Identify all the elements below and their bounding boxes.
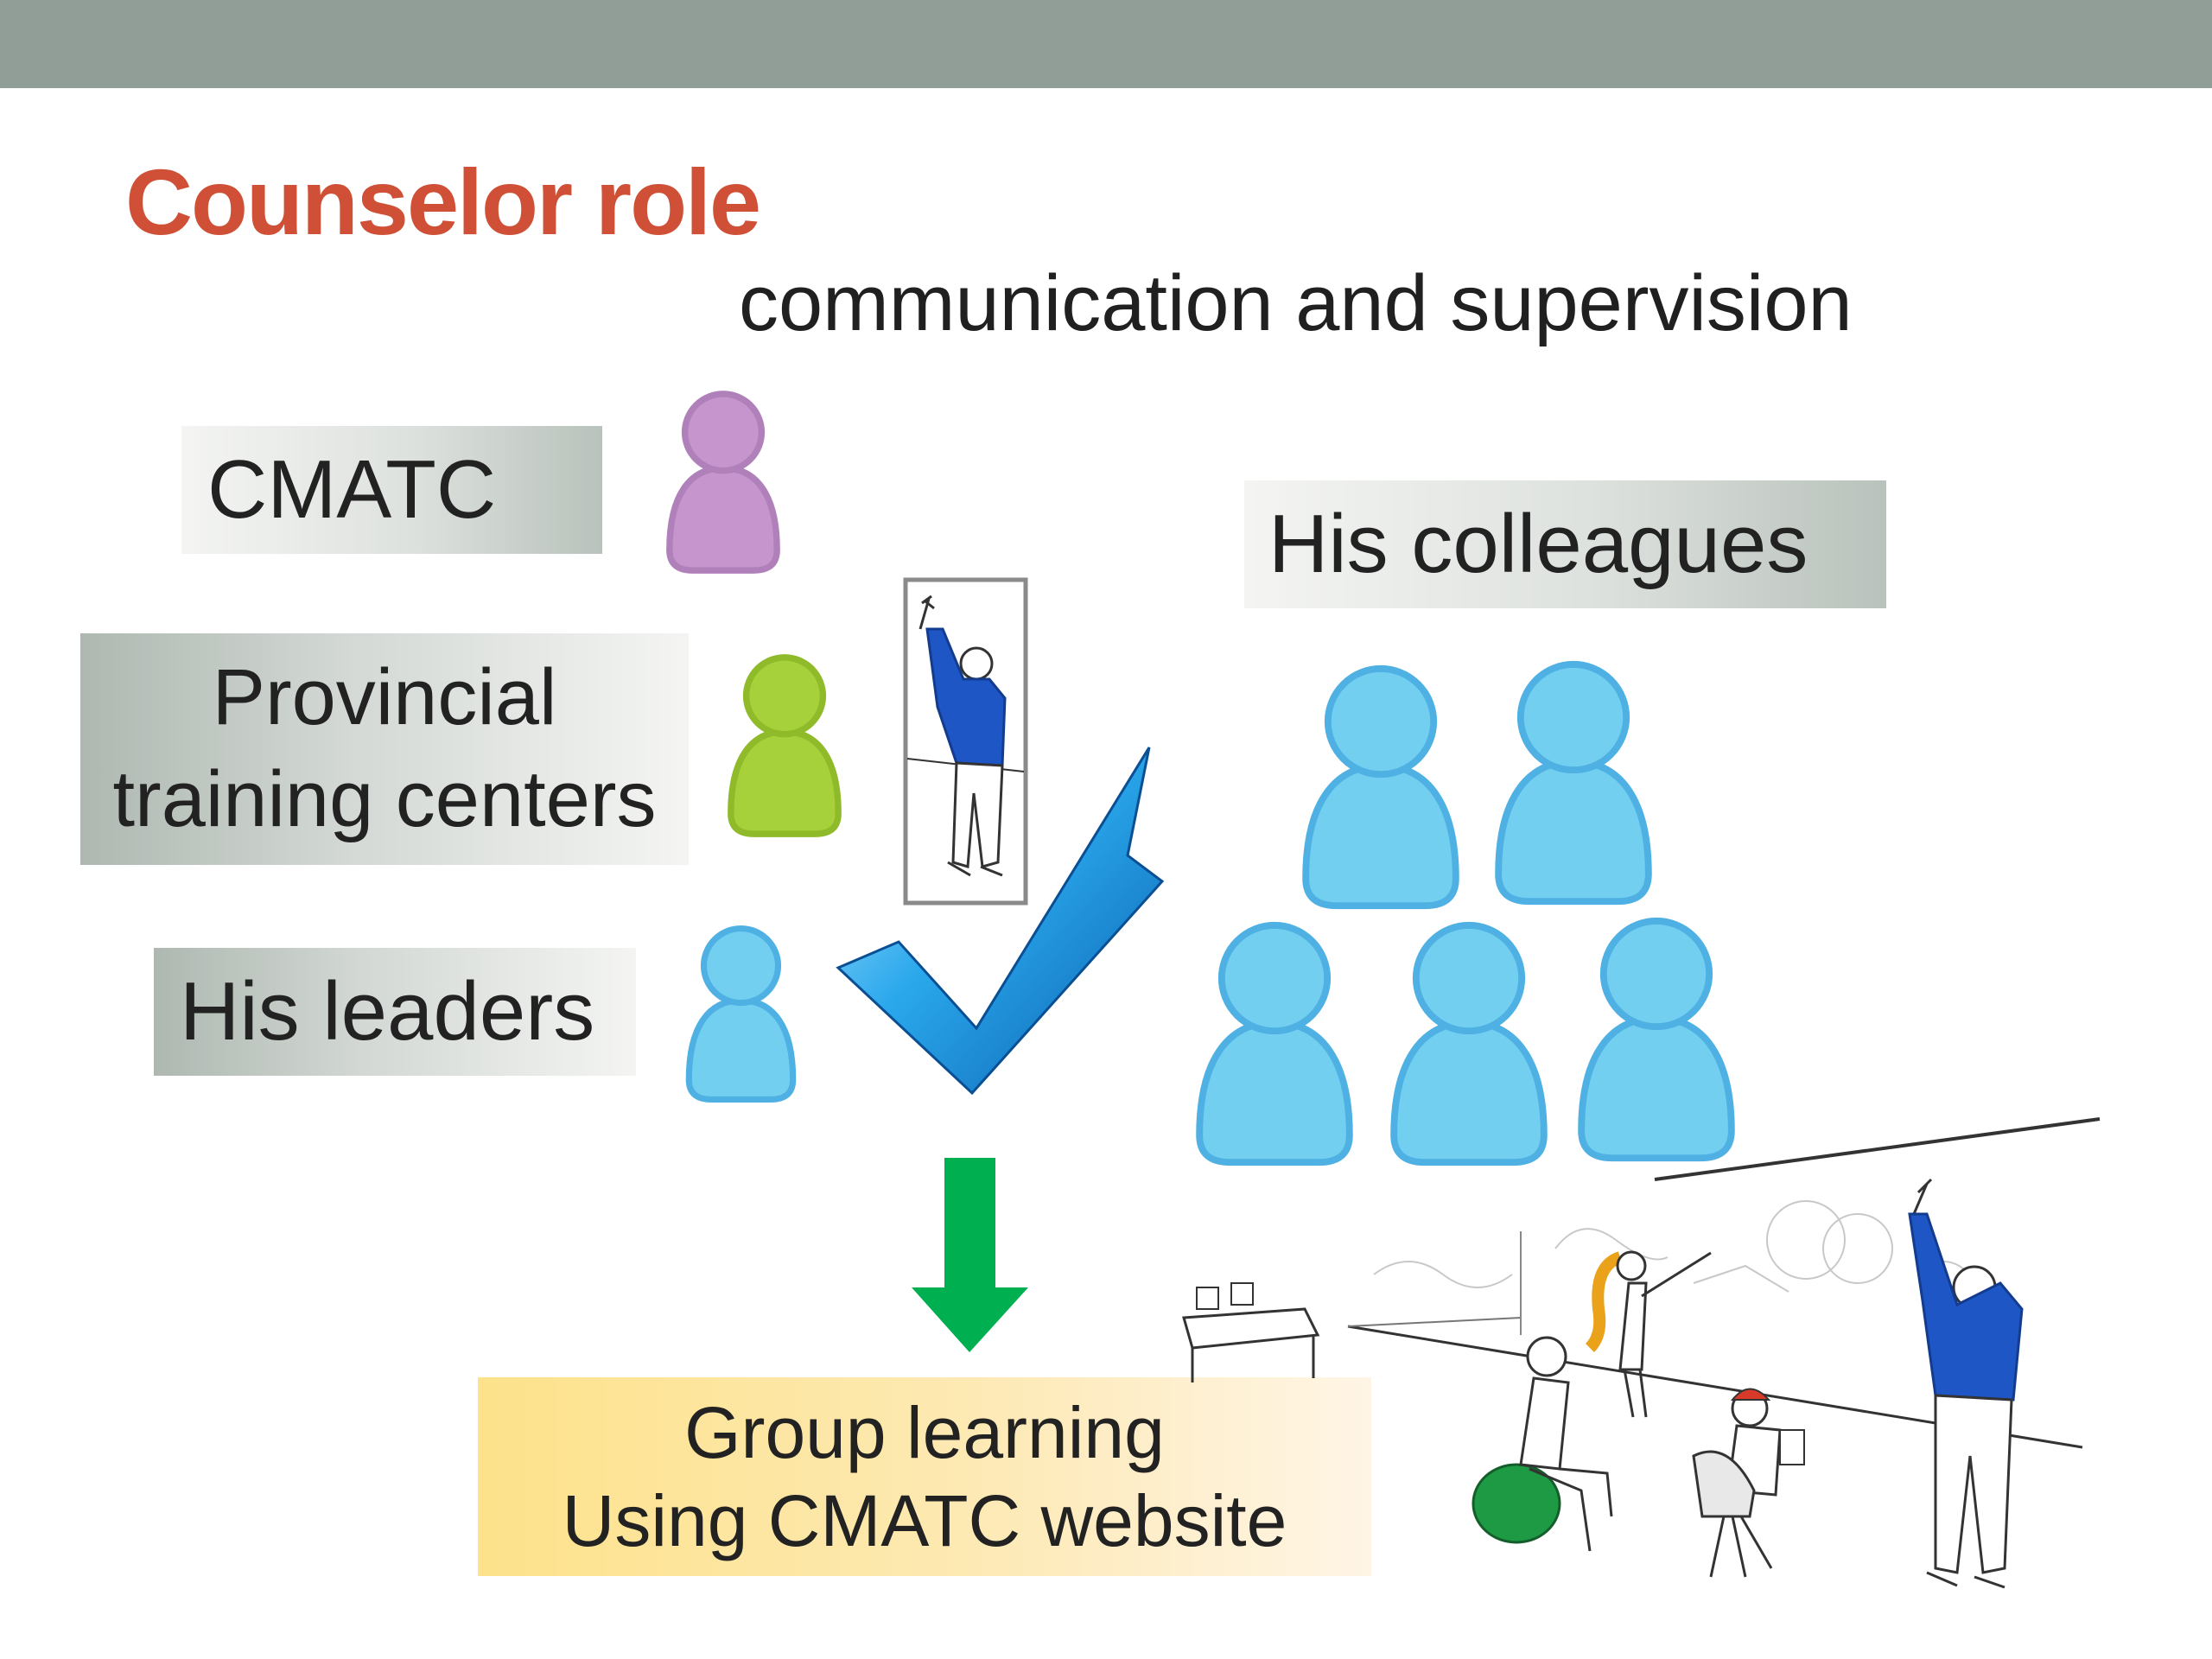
label-colleagues-text: His colleagues <box>1268 498 1808 590</box>
label-cmatc: CMATC <box>181 426 602 554</box>
person-icon-colleague <box>1495 660 1652 906</box>
label-provincial-line1: Provincial <box>212 653 557 742</box>
slide-title: Counselor role <box>125 149 761 254</box>
arrow-down-icon <box>912 1158 1028 1352</box>
slide-subtitle: communication and supervision <box>739 259 1853 347</box>
label-his-colleagues: His colleagues <box>1244 480 1886 608</box>
teacher-illustration <box>903 577 1028 906</box>
label-leaders-text: His leaders <box>180 965 595 1058</box>
group-learning-line2: Using CMATC website <box>562 1480 1287 1561</box>
top-bar <box>0 0 2212 88</box>
person-icon-colleague <box>1196 921 1353 1166</box>
checkmark-icon <box>836 747 1165 1096</box>
person-icon-purple <box>666 391 780 574</box>
label-provincial-training-centers: Provincial training centers <box>80 633 689 865</box>
group-learning-line1: Group learning <box>684 1391 1165 1473</box>
label-cmatc-text: CMATC <box>207 443 497 536</box>
person-icon-colleague <box>1578 917 1735 1162</box>
person-icon-colleague <box>1390 921 1548 1166</box>
person-icon-leader <box>685 925 797 1103</box>
person-icon-green <box>728 654 842 837</box>
classroom-illustration <box>1182 1117 2101 1589</box>
label-his-leaders: His leaders <box>154 948 636 1076</box>
person-icon-colleague <box>1302 664 1459 910</box>
group-learning-box: Group learning Using CMATC website <box>478 1377 1371 1576</box>
label-provincial-line2: training centers <box>112 755 657 843</box>
